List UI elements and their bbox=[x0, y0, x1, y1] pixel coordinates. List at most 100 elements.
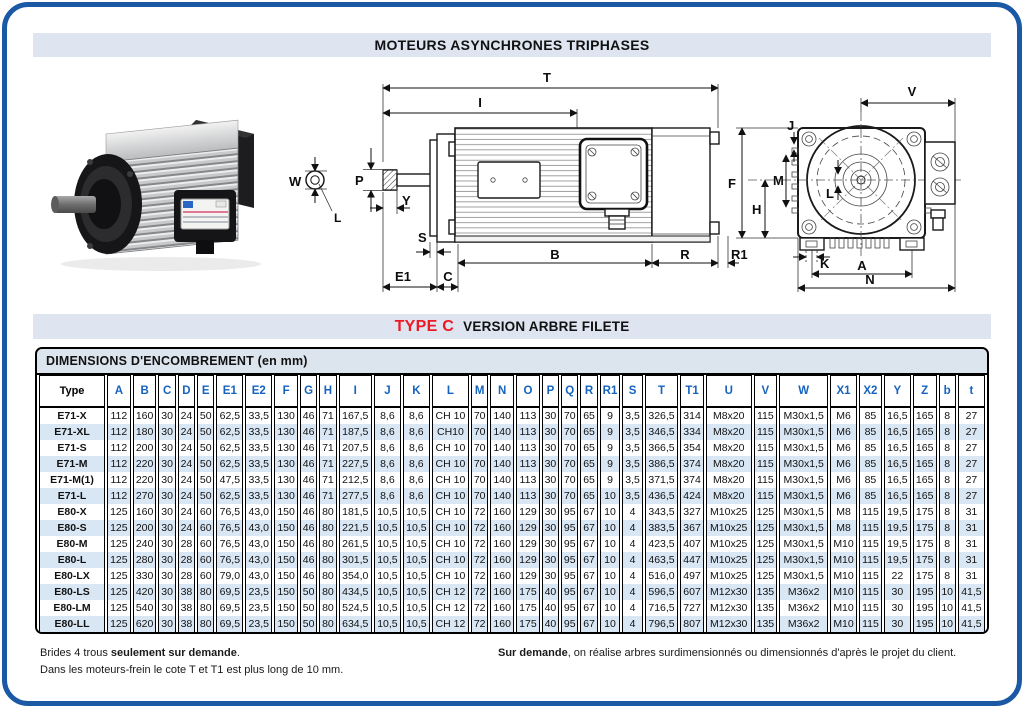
front-view-dimensions bbox=[736, 98, 956, 292]
cell-h: 71 bbox=[319, 424, 337, 440]
cell-r: 67 bbox=[580, 568, 598, 584]
cell-w: M30x1,5 bbox=[779, 520, 829, 536]
cell-e1: 76,5 bbox=[216, 536, 244, 552]
cell-t: 31 bbox=[957, 504, 985, 520]
cell-l: CH 10 bbox=[431, 520, 470, 536]
cell-t: 27 bbox=[957, 456, 985, 472]
front-view-motor-shapes bbox=[748, 112, 964, 256]
cell-w: M30x1,5 bbox=[779, 472, 829, 488]
cell-y: 19,5 bbox=[883, 520, 911, 536]
cell-b: 240 bbox=[132, 536, 157, 552]
cell-f: 150 bbox=[274, 552, 298, 568]
cell-t: 371,5 bbox=[644, 472, 679, 488]
cell-b: 8 bbox=[938, 488, 956, 504]
cell-j: 10,5 bbox=[373, 504, 401, 520]
column-header-p: P bbox=[541, 375, 560, 408]
cell-e: 50 bbox=[197, 456, 215, 472]
cell-r1: 10 bbox=[599, 584, 621, 600]
cell-c: 30 bbox=[158, 552, 176, 568]
cell-t1: 424 bbox=[680, 488, 704, 504]
cell-f: 150 bbox=[274, 600, 298, 616]
cell-u: M8x20 bbox=[705, 488, 752, 504]
cell-n: 140 bbox=[490, 488, 515, 504]
cell-f: 130 bbox=[274, 472, 298, 488]
cell-a: 125 bbox=[107, 600, 131, 616]
cell-t1: 607 bbox=[680, 584, 704, 600]
cell-n: 160 bbox=[490, 568, 515, 584]
cell-b: 200 bbox=[132, 520, 157, 536]
column-header-g: G bbox=[299, 375, 318, 408]
front-view-labels: V F H M J L K A N bbox=[728, 84, 917, 287]
cell-w: M30x1,5 bbox=[779, 568, 829, 584]
cell-v: 115 bbox=[753, 424, 778, 440]
cell-u: M10x25 bbox=[705, 568, 752, 584]
cell-e1: 62,5 bbox=[216, 488, 244, 504]
cell-m: 72 bbox=[471, 616, 489, 632]
cell-r: 65 bbox=[580, 440, 598, 456]
cell-s: 4 bbox=[622, 504, 643, 520]
cell-k: 8,6 bbox=[402, 456, 430, 472]
cell-e1: 62,5 bbox=[216, 424, 244, 440]
dim-label-p: P bbox=[355, 173, 364, 188]
cell-n: 140 bbox=[490, 424, 515, 440]
cell-b: 8 bbox=[938, 440, 956, 456]
cell-v: 135 bbox=[753, 600, 778, 616]
cell-k: 8,6 bbox=[402, 488, 430, 504]
cell-u: M12x30 bbox=[705, 600, 752, 616]
column-header-d: D bbox=[177, 375, 196, 408]
cell-v: 115 bbox=[753, 488, 778, 504]
cell-b: 8 bbox=[938, 568, 956, 584]
front-view-drawing: V F H M J L K A N bbox=[728, 84, 964, 292]
cell-l: CH 10 bbox=[431, 440, 470, 456]
cell-e: 60 bbox=[197, 568, 215, 584]
cell-h: 71 bbox=[319, 440, 337, 456]
cell-p: 30 bbox=[541, 552, 560, 568]
cell-i: 354,0 bbox=[338, 568, 372, 584]
cell-r: 67 bbox=[580, 504, 598, 520]
cell-t1: 727 bbox=[680, 600, 704, 616]
cell-d: 24 bbox=[177, 424, 196, 440]
cell-z: 175 bbox=[912, 520, 937, 536]
cell-s: 3,5 bbox=[622, 440, 643, 456]
dim-label-m: M bbox=[773, 173, 784, 188]
footnote-right: Sur demande, on réalise arbres surdimens… bbox=[498, 645, 984, 662]
cell-a: 112 bbox=[107, 472, 131, 488]
cell-r: 65 bbox=[580, 488, 598, 504]
cell-t: 31 bbox=[957, 552, 985, 568]
cell-x2: 115 bbox=[859, 536, 882, 552]
cell-k: 10,5 bbox=[402, 536, 430, 552]
cell-o: 129 bbox=[516, 552, 540, 568]
cell-g: 46 bbox=[299, 472, 318, 488]
cell-y: 30 bbox=[883, 584, 911, 600]
cell-q: 70 bbox=[561, 488, 579, 504]
cell-f: 130 bbox=[274, 424, 298, 440]
cell-type: E80-L bbox=[39, 552, 105, 568]
cell-r: 67 bbox=[580, 584, 598, 600]
cell-j: 8,6 bbox=[373, 472, 401, 488]
cell-k: 8,6 bbox=[402, 424, 430, 440]
cell-g: 46 bbox=[299, 456, 318, 472]
cell-h: 80 bbox=[319, 616, 337, 632]
cell-z: 195 bbox=[912, 616, 937, 632]
cell-c: 30 bbox=[158, 568, 176, 584]
cell-g: 50 bbox=[299, 584, 318, 600]
cell-i: 221,5 bbox=[338, 520, 372, 536]
cell-e2: 43,0 bbox=[245, 504, 273, 520]
cell-j: 8,6 bbox=[373, 424, 401, 440]
cell-h: 80 bbox=[319, 536, 337, 552]
cell-e: 60 bbox=[197, 552, 215, 568]
cell-d: 28 bbox=[177, 552, 196, 568]
cell-u: M12x30 bbox=[705, 616, 752, 632]
cell-c: 30 bbox=[158, 472, 176, 488]
cell-u: M8x20 bbox=[705, 456, 752, 472]
motor-photo-shapes bbox=[51, 119, 261, 271]
cell-o: 113 bbox=[516, 472, 540, 488]
cell-c: 30 bbox=[158, 504, 176, 520]
dim-label-k: K bbox=[820, 256, 830, 271]
cell-b: 8 bbox=[938, 552, 956, 568]
cell-h: 80 bbox=[319, 552, 337, 568]
cell-e1: 62,5 bbox=[216, 456, 244, 472]
